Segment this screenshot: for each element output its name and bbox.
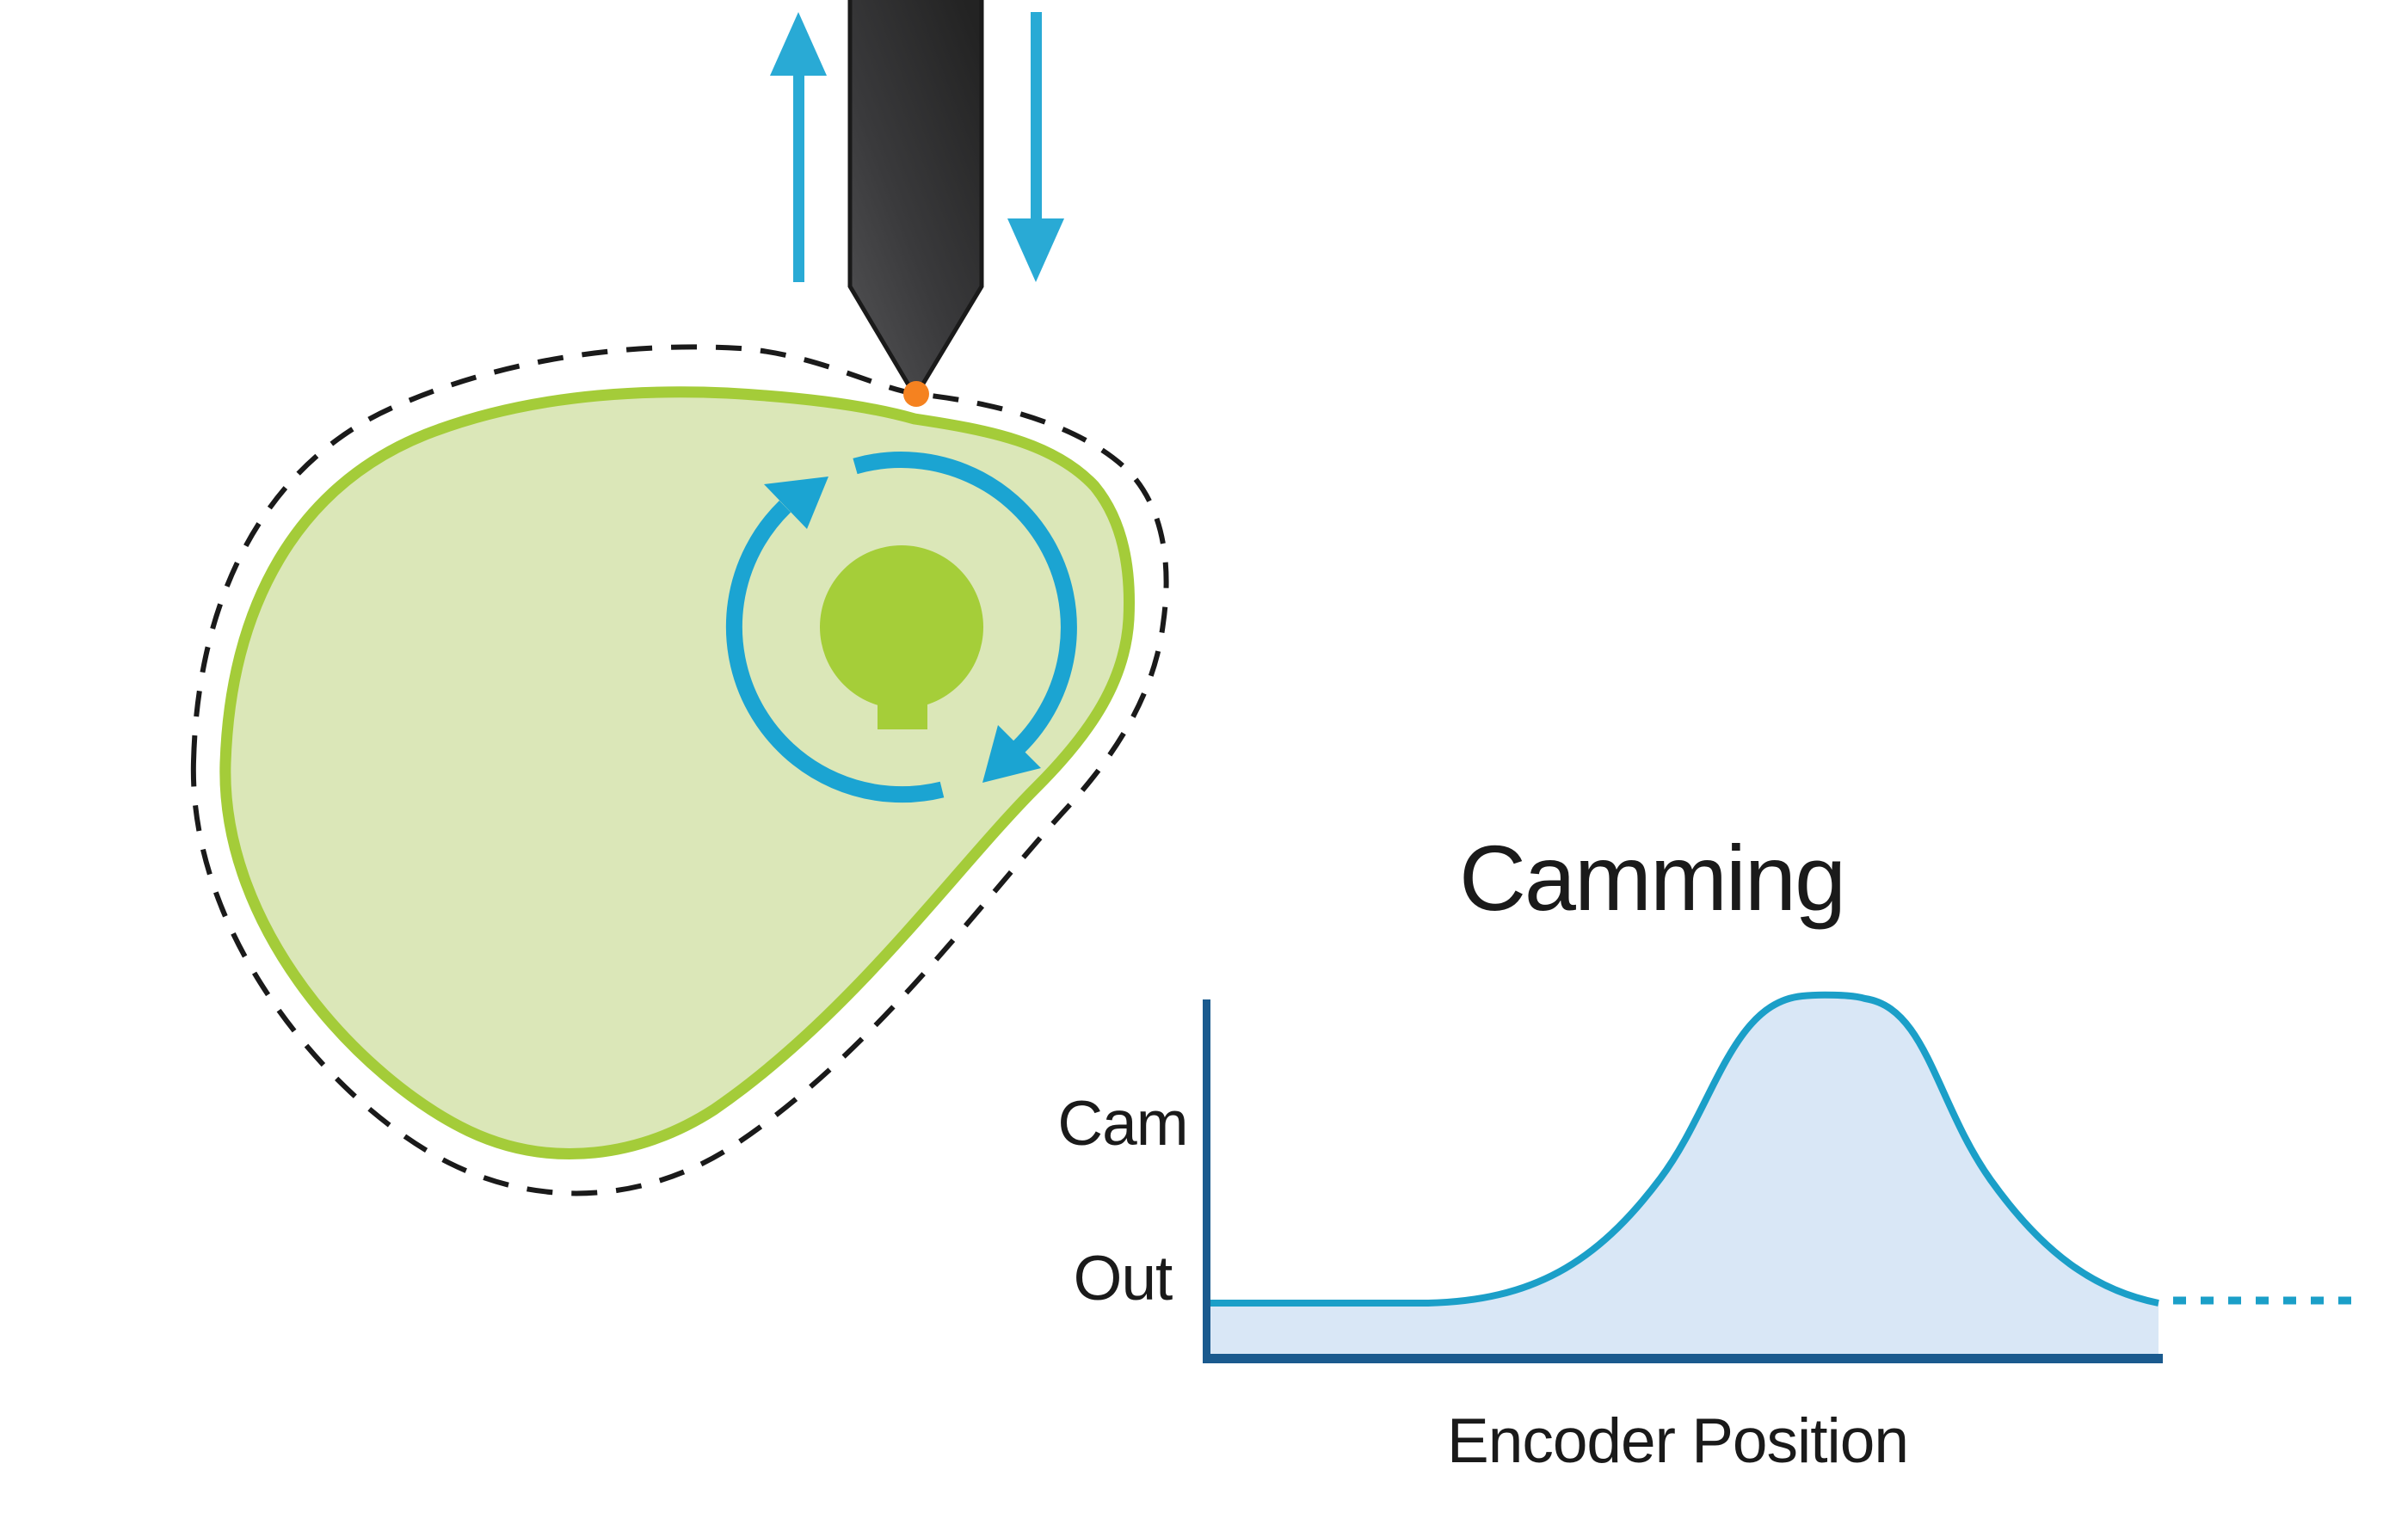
rotation-cw-arrow-top-icon <box>764 477 828 529</box>
cam-outer-envelope-dashed-outline <box>190 344 1169 1196</box>
y-axis-label-line1: Cam <box>1057 1089 1188 1159</box>
rotation-cw-arc-left <box>725 500 945 803</box>
x-axis-label: Encoder Position <box>1447 1406 1909 1476</box>
cam-profile-curve <box>1207 991 2159 1307</box>
down-arrow-icon <box>1007 12 1064 282</box>
rotation-cw-arc-right <box>853 452 1077 753</box>
cam-profile-area <box>1207 994 2159 1354</box>
cam-shaft-keyway <box>878 679 927 729</box>
y-axis-label-line2: Out <box>1073 1244 1173 1313</box>
rotation-cw-arrow-bottom-icon <box>982 725 1041 783</box>
follower-plunger <box>847 0 984 401</box>
up-arrow-icon <box>770 12 827 282</box>
y-axis-label: Cam Out <box>976 1085 1269 1318</box>
chart-title: Camming <box>1458 826 1846 930</box>
chart-y-axis <box>1203 999 1210 1363</box>
chart-x-axis <box>1203 1354 2163 1363</box>
contact-point-dot <box>903 381 929 407</box>
cam-shaft-hub <box>820 545 983 709</box>
